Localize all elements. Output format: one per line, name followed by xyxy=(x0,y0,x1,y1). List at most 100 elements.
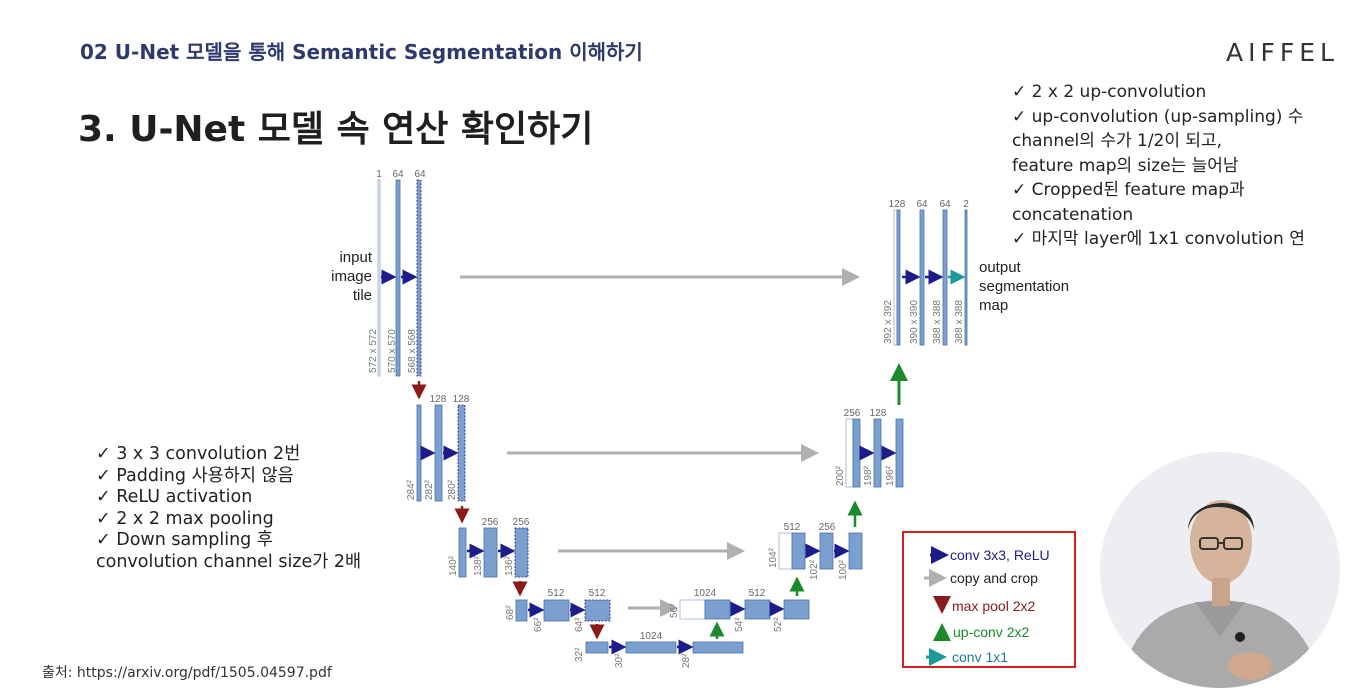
feature-map-block xyxy=(543,599,570,622)
size-label: 104² xyxy=(768,547,779,568)
size-label: 568 x 568 xyxy=(407,329,418,373)
channel-label: 1024 xyxy=(694,588,717,599)
note-line: ✓ ReLU activation xyxy=(96,487,253,507)
feature-map-block xyxy=(893,209,898,346)
size-label: 100² xyxy=(838,559,849,580)
size-label: 280² xyxy=(447,479,458,500)
note-line: channel의 수가 1/2이 되고, xyxy=(1012,131,1223,151)
channel-label: 128 xyxy=(453,394,470,405)
size-label: 32² xyxy=(574,647,585,662)
legend-label: copy and crop xyxy=(950,570,1038,586)
channel-label: 512 xyxy=(784,522,801,533)
feature-map-block xyxy=(873,418,882,488)
slide-title: 3. U-Net 모델 속 연산 확인하기 xyxy=(78,109,594,150)
legend-label: up-conv 2x2 xyxy=(953,624,1029,640)
channel-label: 256 xyxy=(482,517,499,528)
note-line: ✓ Padding 사용하지 않음 xyxy=(96,465,294,486)
feature-map-block xyxy=(458,527,467,578)
size-label: 140² xyxy=(448,555,459,576)
size-label: 52² xyxy=(773,617,784,632)
feature-map-block xyxy=(848,532,863,570)
channel-label: 512 xyxy=(749,588,766,599)
size-label: 198² xyxy=(863,465,874,486)
feature-map-block xyxy=(377,179,381,377)
channel-label: 512 xyxy=(548,588,565,599)
feature-map-block xyxy=(964,209,968,346)
channel-label: 1 xyxy=(376,169,382,180)
feature-map-block xyxy=(692,641,744,654)
feature-map-block xyxy=(819,532,834,570)
output-label-line: segmentation xyxy=(979,278,1069,295)
feature-map-block xyxy=(778,532,793,570)
channel-label: 64 xyxy=(916,199,928,210)
feature-map-block xyxy=(744,599,771,620)
size-label: 282² xyxy=(424,479,435,500)
feature-map-block xyxy=(919,209,925,346)
slide-subtitle: 02 U-Net 모델을 통해 Semantic Segmentation 이해… xyxy=(80,40,643,64)
size-label: 572 x 572 xyxy=(368,329,379,373)
output-label-line: map xyxy=(979,297,1008,314)
size-label: 284² xyxy=(406,479,417,500)
note-line: convolution channel size가 2배 xyxy=(96,551,362,572)
size-label: 66² xyxy=(533,617,544,632)
size-label: 56² xyxy=(669,603,680,618)
size-label: 388 x 388 xyxy=(954,300,965,344)
feature-map-block xyxy=(679,599,706,620)
input-label-line: image xyxy=(331,268,372,285)
legend-label: max pool 2x2 xyxy=(952,598,1035,614)
channel-label: 256 xyxy=(819,522,836,533)
size-label: 54² xyxy=(734,617,745,632)
channel-label: 256 xyxy=(844,408,861,419)
size-label: 30² xyxy=(614,653,625,668)
size-label: 28² xyxy=(681,653,692,668)
note-line: ✓ 마지막 layer에 1x1 convolution 연 xyxy=(1012,229,1305,249)
channel-label: 1024 xyxy=(640,631,663,642)
size-label: 136² xyxy=(504,555,515,576)
feature-map-block xyxy=(434,404,443,502)
channel-label: 64 xyxy=(392,169,404,180)
feature-map-block xyxy=(942,209,948,346)
note-line: ✓ Cropped된 feature map과 xyxy=(1012,180,1245,200)
size-label: 196² xyxy=(885,465,896,486)
note-line: ✓ 2 x 2 max pooling xyxy=(96,508,274,529)
brand-logo: AIFFEL xyxy=(1226,38,1339,67)
channel-label: 128 xyxy=(870,408,887,419)
channel-label: 256 xyxy=(513,517,530,528)
presenter-silhouette xyxy=(1100,452,1340,688)
channel-label: 128 xyxy=(430,394,447,405)
feature-map-block xyxy=(704,599,731,620)
note-line: ✓ Down sampling 후 xyxy=(96,530,273,550)
right-notes: ✓ 2 x 2 up-convolution ✓ up-convolution … xyxy=(1012,80,1352,252)
left-notes: ✓ 3 x 3 convolution 2번 ✓ Padding 사용하지 않음… xyxy=(96,444,361,573)
input-label-line: tile xyxy=(353,287,372,304)
feature-map-block xyxy=(457,404,466,502)
channel-label: 128 xyxy=(889,199,906,210)
feature-map-block xyxy=(852,418,861,488)
presenter-video xyxy=(1100,452,1340,688)
feature-map-block xyxy=(514,527,529,578)
size-label: 200² xyxy=(835,465,846,486)
input-label-line: input xyxy=(339,249,372,266)
feature-map-block xyxy=(585,641,609,654)
size-label: 64² xyxy=(574,617,585,632)
legend-label: conv 3x3, ReLU xyxy=(950,547,1050,563)
size-label: 138² xyxy=(473,555,484,576)
size-label: 68² xyxy=(505,605,516,620)
feature-map-block xyxy=(896,209,901,346)
channel-label: 512 xyxy=(589,588,606,599)
feature-map-block xyxy=(791,532,806,570)
feature-map-block xyxy=(625,641,677,654)
legend-box: conv 3x3, ReLU copy and crop max pool 2x… xyxy=(902,531,1076,668)
feature-map-block xyxy=(483,527,498,578)
note-line: ✓ 2 x 2 up-convolution xyxy=(1012,82,1207,102)
size-label: 392 x 392 xyxy=(883,300,894,344)
feature-map-block xyxy=(416,404,422,502)
channel-label: 64 xyxy=(414,169,426,180)
size-label: 388 x 388 xyxy=(932,300,943,344)
channel-label: 2 xyxy=(963,199,969,210)
output-label-line: output xyxy=(979,259,1022,276)
note-line: feature map의 size는 늘어남 xyxy=(1012,155,1239,176)
note-line: ✓ up-convolution (up-sampling) 수 xyxy=(1012,106,1304,127)
